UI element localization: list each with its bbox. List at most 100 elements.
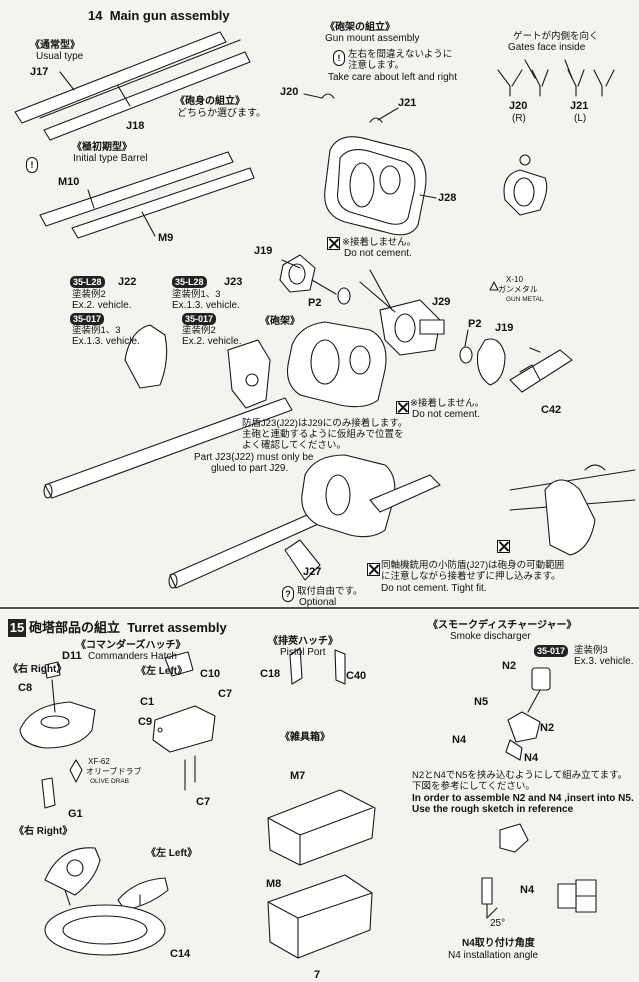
- part-c14: C14: [170, 948, 191, 960]
- part-j22: J22: [118, 276, 137, 288]
- part-m8: M8: [266, 878, 282, 890]
- lr-caution-jp2: 注意します。: [348, 60, 405, 71]
- commander-hatch-jp: 《コマンダーズハッチ》: [76, 640, 186, 651]
- paint-code-x10: X-10: [506, 275, 523, 284]
- j23-note-jp3: よく確認してください。: [242, 440, 346, 451]
- no-cement-icon-3: [497, 540, 510, 553]
- gate-j21: J21: [570, 100, 589, 112]
- right-label-1: 《右 Right》: [8, 664, 67, 675]
- vehicle-badge-b: 35-017: [70, 313, 105, 325]
- part-j19: J19: [254, 245, 273, 257]
- step15-title-jp: 砲塔部品の組立: [29, 620, 121, 635]
- gate-j21-side: (L): [574, 113, 587, 124]
- part-j28: J28: [438, 192, 457, 204]
- vehicle-d-jp: 塗装例2: [182, 325, 216, 336]
- angle-en: N4 installation angle: [448, 950, 539, 961]
- angle-jp: N4取り付け角度: [462, 938, 535, 949]
- mount-label-jp: 《砲架》: [260, 316, 300, 327]
- j27-note-en: Do not cement. Tight fit.: [381, 583, 487, 594]
- pistol-port-en: Pistol Port: [280, 647, 326, 658]
- initial-type-jp: 《極初期型》: [72, 142, 132, 153]
- gate-j20: J20: [509, 100, 528, 112]
- pistol-port-jp: 《排莢ハッチ》: [268, 636, 338, 647]
- part-g1: G1: [68, 808, 83, 820]
- caution-icon-lr: !: [333, 50, 345, 66]
- part-c9: C9: [138, 716, 153, 728]
- part-m7: M7: [290, 770, 306, 782]
- part-c7a: C7: [218, 688, 233, 700]
- part-c18: C18: [260, 668, 281, 680]
- part-m10: M10: [58, 176, 80, 188]
- paint-olive-en: OLIVE DRAB: [90, 778, 130, 785]
- part-m9: M9: [158, 232, 174, 244]
- part-n2b: N2: [540, 722, 555, 734]
- step14-title: 14 Main gun assembly: [88, 8, 230, 23]
- paint-gunmetal-en: GUN METAL: [506, 296, 544, 303]
- part-c7b: C7: [196, 796, 211, 808]
- step14-title-en: Main gun assembly: [109, 8, 230, 23]
- smoke-vehicle-jp: 塗装例3: [574, 645, 608, 656]
- page-number: 7: [314, 969, 321, 981]
- paint-olive-jp: オリーブドラブ: [86, 767, 142, 776]
- vehicle-b-jp: 塗装例1、3: [72, 325, 121, 336]
- part-j21: J21: [398, 97, 417, 109]
- part-p2: P2: [308, 297, 322, 309]
- step14-number: 14: [88, 8, 103, 23]
- barrel-either-jp: どちらか選びます。: [177, 108, 266, 119]
- smoke-vehicle-badge: 35-017: [534, 645, 569, 657]
- paint-code-xf62: XF-62: [88, 757, 110, 766]
- right-label-2: 《右 Right》: [14, 826, 73, 837]
- smoke-note-en2: Use the rough sketch in reference: [412, 804, 574, 815]
- toolbox-jp: 《雑具箱》: [280, 732, 330, 743]
- vehicle-badge-d: 35-017: [182, 313, 217, 325]
- no-cement-icon: [327, 237, 340, 250]
- part-n5: N5: [474, 696, 489, 708]
- no-cement-en: Do not cement.: [344, 248, 412, 259]
- paint-gunmetal-jp: ガンメタル: [498, 285, 538, 294]
- vehicle-badge-a: 35-L28: [70, 276, 105, 288]
- commander-hatch-en: Commanders Hatch: [88, 651, 177, 662]
- j27-note-jp2: に注意しながら接着せずに押し込みます。: [381, 571, 561, 582]
- smoke-note-en1: In order to assemble N2 and N4 ,insert i…: [412, 793, 634, 804]
- gate-j20-side: (R): [512, 113, 526, 124]
- no-cement-en-2: Do not cement.: [412, 409, 480, 420]
- angle-value: 25°: [490, 918, 506, 929]
- part-p2b: P2: [468, 318, 482, 330]
- step15-title-en: Turret assembly: [127, 620, 227, 635]
- lr-caution-jp1: 左右を間違えないように: [348, 49, 453, 60]
- j23-note-jp1: 防盾J23(J22)はJ29にのみ接着します。: [242, 418, 408, 429]
- vehicle-d-en: Ex.2. vehicle.: [182, 336, 242, 347]
- j23-note-en1: Part J23(J22) must only be: [194, 452, 314, 463]
- part-j20: J20: [280, 86, 299, 98]
- part-j18: J18: [126, 120, 145, 132]
- caution-icon: !: [26, 157, 38, 173]
- lr-caution-en: Take care about left and right: [328, 72, 457, 83]
- part-j29: J29: [432, 296, 451, 308]
- left-label-2: 《左 Left》: [146, 848, 198, 859]
- optional-icon: ?: [282, 586, 294, 602]
- no-cement-jp: ※接着しません。: [342, 237, 417, 248]
- part-n4a: N4: [452, 734, 467, 746]
- initial-type-en: Initial type Barrel: [73, 153, 148, 164]
- gun-mount-jp: 《砲架の組立》: [325, 22, 395, 33]
- barrel-assembly-jp: 《砲身の組立》: [175, 96, 245, 107]
- part-c40: C40: [346, 670, 367, 682]
- j27-note-jp1: 同軸機銃用の小防盾(J27)は砲身の可動範囲: [381, 560, 565, 571]
- smoke-vehicle-en: Ex.3. vehicle.: [574, 656, 634, 667]
- no-cement-jp-2: ※接着しません。: [410, 398, 485, 409]
- smoke-discharger-en: Smoke discharger: [450, 631, 531, 642]
- part-n4b: N4: [524, 752, 539, 764]
- usual-type-jp: 《通常型》: [30, 40, 80, 51]
- part-c10: C10: [200, 668, 221, 680]
- part-j23: J23: [224, 276, 243, 288]
- smoke-note-jp1: N2とN4でN5を挟み込むようにして組み立てます。: [412, 770, 628, 781]
- gate-en: Gates face inside: [508, 42, 586, 53]
- usual-type-en: Usual type: [36, 51, 84, 62]
- vehicle-a-jp: 塗装例2: [72, 289, 106, 300]
- vehicle-c-jp: 塗装例1、3: [172, 289, 221, 300]
- j23-note-jp2: 主砲と連動するように仮組みで位置を: [242, 429, 404, 440]
- vehicle-a-en: Ex.2. vehicle.: [72, 300, 132, 311]
- left-label-1: 《左 Left》: [136, 666, 188, 677]
